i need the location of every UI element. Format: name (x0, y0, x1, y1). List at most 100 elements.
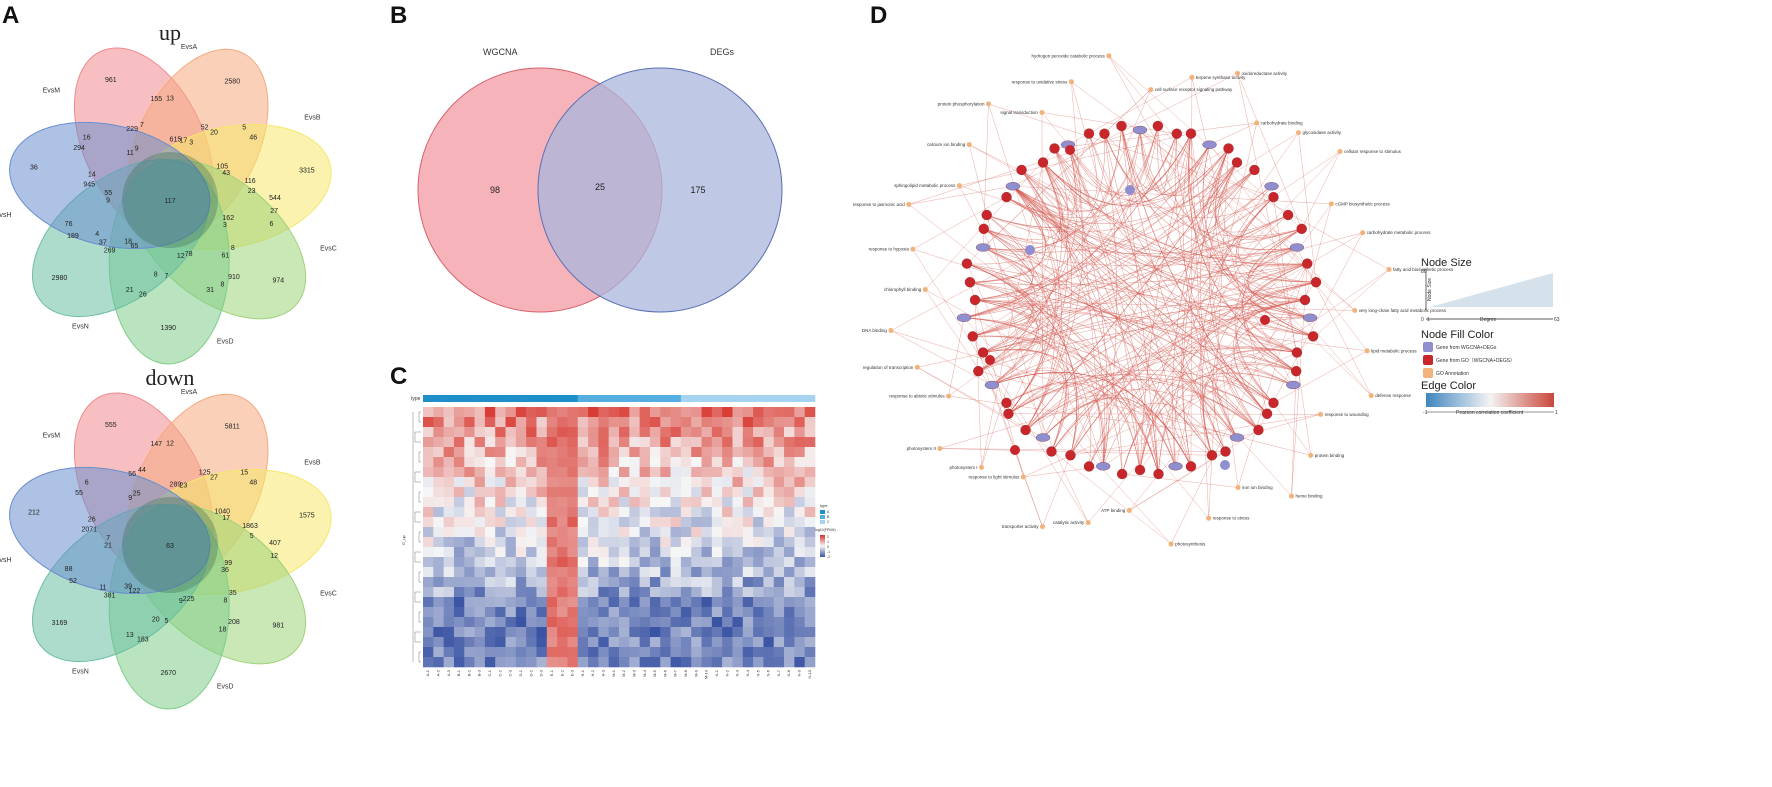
heatmap-cell (484, 637, 496, 648)
heatmap-cell (423, 627, 434, 638)
heatmap-cell (763, 427, 775, 438)
heatmap-cell (464, 617, 475, 628)
type-cell (484, 395, 496, 402)
heatmap-cell (484, 597, 496, 608)
heatmap-cell (619, 437, 630, 448)
heatmap-cell (546, 527, 558, 538)
heatmap-cell (453, 567, 465, 578)
heatmap-cell (763, 457, 775, 468)
heatmap-cell (598, 657, 609, 668)
heatmap-cell (794, 507, 805, 518)
heatmap-cell (484, 517, 496, 528)
heatmap-cell (804, 627, 816, 638)
heatmap-cell (722, 617, 733, 628)
venn-set-label: EvsN (72, 324, 89, 331)
heatmap-cell (804, 567, 816, 578)
venn-region-count: 44 (138, 467, 146, 474)
heatmap-cell (784, 427, 795, 438)
network-edge (1071, 81, 1176, 467)
go-term-label: glycosidase activity (1303, 130, 1342, 135)
gene-node (1223, 143, 1234, 154)
heatmap-cell (526, 547, 537, 558)
heatmap-cell (732, 437, 744, 448)
heatmap-cell (453, 597, 465, 608)
heatmap-cell (567, 627, 579, 638)
heatmap-cell (433, 517, 444, 528)
heatmap-cell (629, 527, 640, 538)
heatmap-cell (433, 447, 444, 458)
network-edge (1012, 186, 1292, 497)
network-edge (982, 247, 1314, 337)
heatmap-cell (567, 577, 579, 588)
heatmap-cell (680, 437, 692, 448)
heatmap-cell (691, 657, 702, 668)
heatmap-cell (484, 437, 496, 448)
type-cell (670, 395, 682, 402)
heatmap-cell (711, 447, 723, 458)
venn-region-count: 21 (126, 287, 134, 294)
heatmap-cell (526, 617, 537, 628)
gene-node (1152, 120, 1164, 132)
heatmap-cell (453, 617, 465, 628)
heatmap-cell (794, 427, 805, 438)
heatmap-cell (701, 457, 713, 468)
heatmap-cell (639, 617, 651, 628)
network-edge (969, 144, 1311, 318)
heatmap-cell (484, 477, 496, 488)
heatmap-cell (484, 407, 496, 418)
heatmap-cell (701, 477, 713, 488)
heatmap-cell (784, 477, 795, 488)
network-edge (1122, 473, 1239, 488)
heatmap-cell (629, 607, 640, 618)
venn-region-count: 7 (164, 273, 168, 280)
heatmap-cell (608, 417, 620, 428)
heatmap-cell (464, 447, 475, 458)
heatmap-cell (722, 417, 733, 428)
heatmap-cell (784, 607, 795, 618)
heatmap-cell (804, 487, 816, 498)
heatmap-cell (536, 547, 548, 558)
heatmap-cell (526, 607, 537, 618)
heatmap-cell (763, 567, 775, 578)
heatmap-cell (722, 427, 733, 438)
heatmap-cell (660, 517, 671, 528)
go-annotation-node (1296, 130, 1302, 136)
go-term-label: sphingolipid metabolic process (894, 183, 956, 188)
network-edge (1104, 133, 1372, 396)
heatmap-cell (474, 617, 486, 628)
heatmap-cell (701, 407, 713, 418)
heatmap-cell (474, 597, 486, 608)
heatmap-cell (660, 527, 671, 538)
network-edge (972, 335, 1213, 456)
heatmap-cell (691, 417, 702, 428)
heatmap-cell (577, 537, 589, 548)
heatmap-cell (588, 617, 599, 628)
heatmap-cell (423, 547, 434, 558)
column-label: A-2 (435, 669, 440, 676)
network-edge (978, 214, 1289, 372)
network-edge (983, 228, 1238, 438)
network-edge (1041, 112, 1177, 134)
column-label: M-6 (662, 669, 667, 677)
heatmap-cell (691, 487, 702, 498)
heatmap-cell (691, 437, 702, 448)
heatmap-cell (567, 557, 579, 568)
heatmap-cell (515, 597, 527, 608)
heatmap-cell (670, 507, 682, 518)
heatmap-cell (711, 537, 723, 548)
heatmap-cell (495, 427, 506, 438)
column-label: N-3 (735, 669, 740, 676)
network-edge (1258, 232, 1363, 431)
heatmap-cell (763, 407, 775, 418)
go-annotation-node (1126, 507, 1132, 513)
column-label: E-3 (570, 669, 575, 676)
heatmap-cell (680, 447, 692, 458)
network-edge (1067, 144, 1159, 475)
venn-region-count: 116 (244, 178, 255, 185)
heatmap-cell (495, 597, 506, 608)
heatmap-cell (619, 627, 630, 638)
heatmap-cell (433, 557, 444, 568)
heatmap-cell (804, 457, 816, 468)
panel-letter-b: B (390, 2, 408, 29)
heatmap-cell (443, 467, 455, 478)
